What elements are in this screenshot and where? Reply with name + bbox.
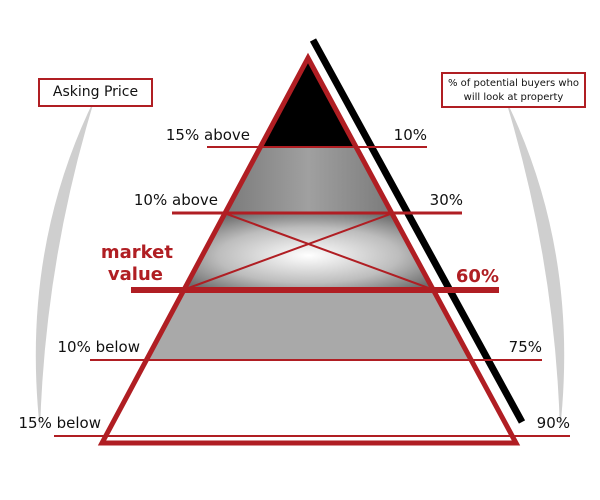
price-label: 15% above [166, 126, 250, 144]
left-arc [35, 98, 95, 430]
cross-line [223, 212, 435, 291]
buyers-legend-box: % of potential buyers who will look at p… [441, 72, 586, 108]
band-below-market [147, 290, 472, 360]
price-label: 15% below [19, 414, 101, 432]
market-label: market [101, 242, 173, 263]
buyers-label: 75% [509, 338, 542, 356]
cross-line [182, 212, 394, 291]
buyers-label: 10% [394, 126, 427, 144]
buyers-label-market: 60% [456, 266, 499, 287]
asking-price-box: Asking Price [38, 78, 153, 107]
price-label: 10% above [134, 191, 218, 209]
band-top [259, 60, 358, 147]
legend-line: will look at property [463, 92, 564, 103]
price-label: 10% below [58, 338, 140, 356]
band-15-10-above [224, 147, 393, 213]
market-label: value [108, 264, 163, 285]
buyers-label: 90% [537, 414, 570, 432]
pyramid-outline [97, 52, 521, 446]
right-arc [505, 98, 565, 430]
buyers-slope-line [309, 38, 526, 424]
legend-line: % of potential buyers who [447, 78, 580, 89]
band-market [183, 213, 434, 290]
buyers-label: 30% [430, 191, 463, 209]
